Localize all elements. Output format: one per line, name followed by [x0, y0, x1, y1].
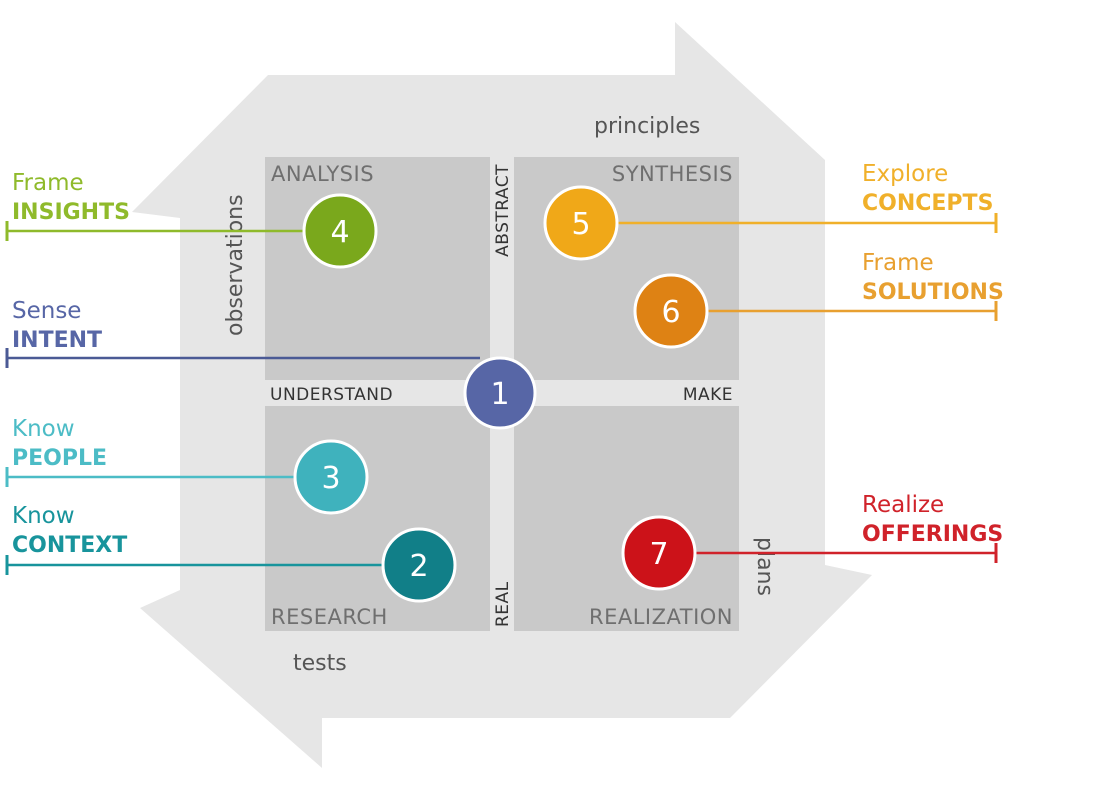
- quadrant-research-box: [265, 406, 490, 631]
- insights-label-bottom: INSIGHTS: [12, 200, 130, 225]
- solutions-label-top: Frame: [862, 250, 934, 276]
- node-4: 4: [302, 193, 378, 269]
- quadrant-synthesis-label: SYNTHESIS: [612, 162, 733, 186]
- node-7-circle: [621, 515, 697, 591]
- concepts-label-top: Explore: [862, 161, 948, 187]
- node-6: 6: [633, 273, 709, 349]
- intent-label-top: Sense: [12, 298, 81, 324]
- edge-observations-label: observations: [223, 194, 248, 336]
- node-1-circle: [463, 356, 537, 430]
- edge-plans-label: plans: [752, 537, 777, 596]
- node-5-circle: [543, 185, 619, 261]
- concepts-label-bottom: CONCEPTS: [862, 191, 993, 216]
- node-4-number: 4: [330, 215, 349, 250]
- quadrant-analysis-label: ANALYSIS: [271, 162, 374, 186]
- node-5: 5: [543, 185, 619, 261]
- node-6-number: 6: [661, 295, 680, 330]
- node-3-circle: [293, 439, 369, 515]
- insights-label-top: Frame: [12, 170, 84, 196]
- context-label-bottom: CONTEXT: [12, 533, 127, 558]
- people-label-top: Know: [12, 416, 75, 442]
- solutions-label-bottom: SOLUTIONS: [862, 280, 1004, 305]
- node-6-circle: [633, 273, 709, 349]
- node-3: 3: [293, 439, 369, 515]
- node-4-circle: [302, 193, 378, 269]
- quadrant-synthesis-box: [514, 157, 739, 380]
- node-1: 1: [463, 356, 537, 430]
- axis-abstract-label: ABSTRACT: [493, 164, 513, 257]
- node-7: 7: [621, 515, 697, 591]
- edge-principles-label: principles: [594, 114, 700, 139]
- node-2-circle: [381, 527, 457, 603]
- offerings-label-bottom: OFFERINGS: [862, 522, 1003, 547]
- node-2: 2: [381, 527, 457, 603]
- quadrant-realization-box: [514, 406, 739, 631]
- node-1-number: 1: [490, 377, 509, 412]
- node-7-number: 7: [649, 537, 668, 572]
- offerings-label-top: Realize: [862, 492, 944, 518]
- axis-real-label: REAL: [493, 581, 513, 627]
- edge-tests-label: tests: [293, 651, 347, 676]
- quadrant-research-label: RESEARCH: [271, 605, 388, 629]
- quadrant-realization-label: REALIZATION: [589, 605, 733, 629]
- node-3-number: 3: [321, 461, 340, 496]
- people-label-bottom: PEOPLE: [12, 446, 107, 471]
- axis-understand-label: UNDERSTAND: [270, 385, 393, 405]
- node-5-number: 5: [571, 207, 590, 242]
- node-2-number: 2: [409, 549, 428, 584]
- quadrant-analysis-box: [265, 157, 490, 380]
- axis-make-label: MAKE: [683, 385, 733, 405]
- context-label-top: Know: [12, 503, 75, 529]
- intent-label-bottom: INTENT: [12, 328, 102, 353]
